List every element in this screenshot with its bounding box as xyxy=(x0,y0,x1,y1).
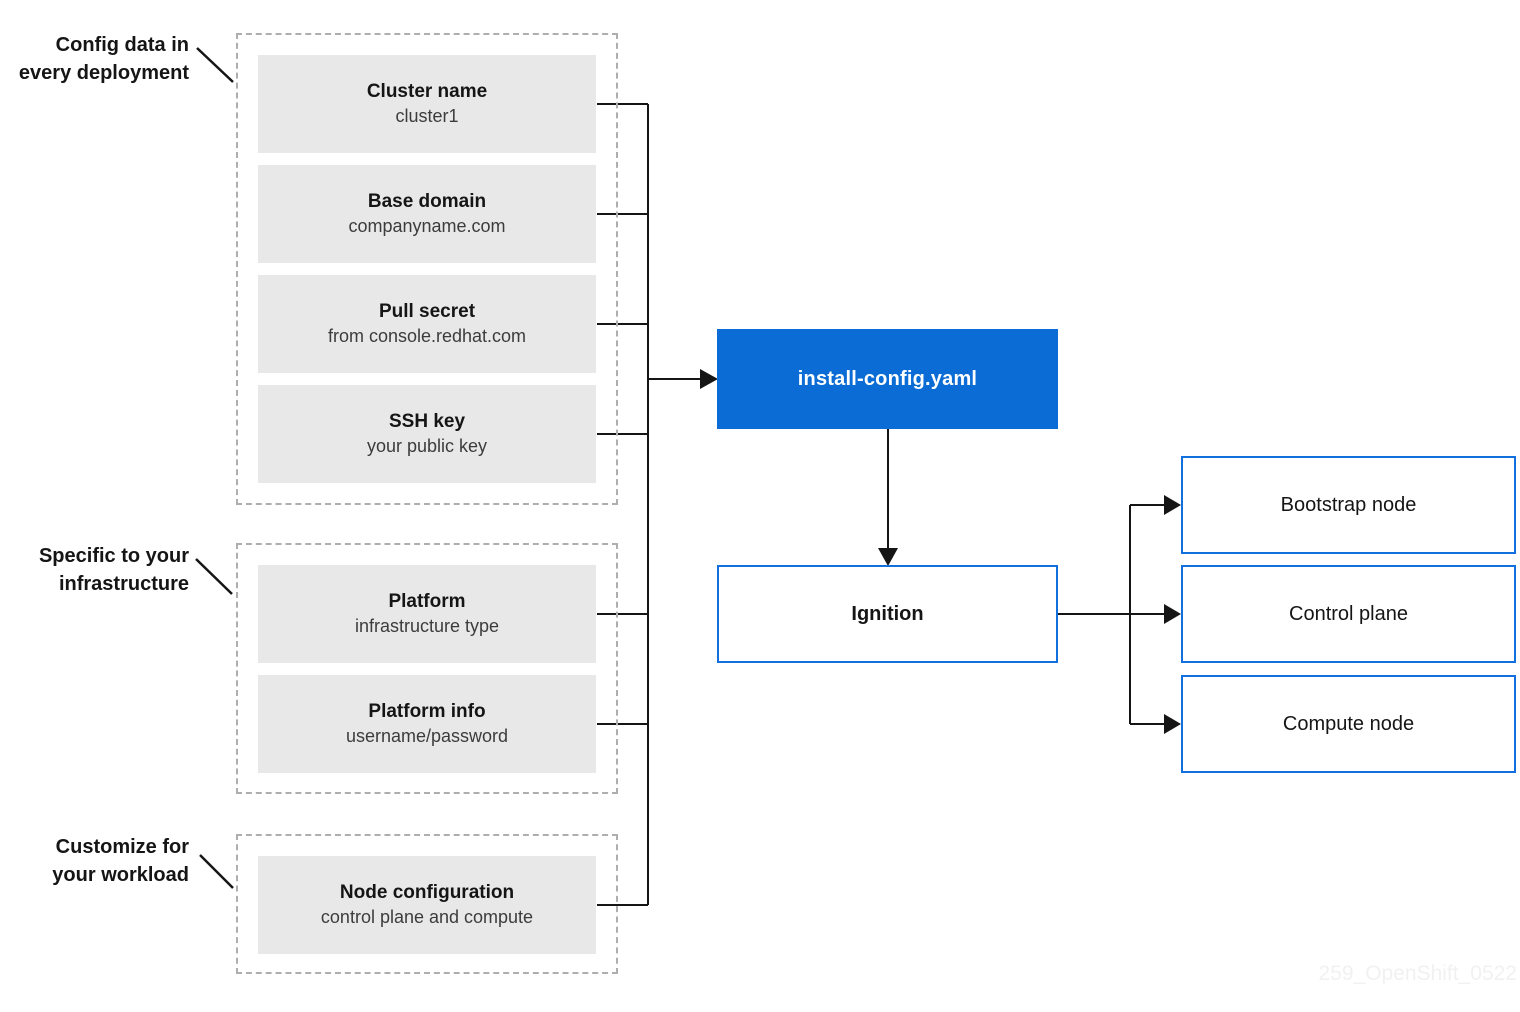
item-subtitle: from console.redhat.com xyxy=(327,326,527,346)
item-cluster-name: Cluster name cluster1 xyxy=(258,55,596,153)
bootstrap-node: Bootstrap node xyxy=(1181,456,1516,554)
control-plane-node: Control plane xyxy=(1181,565,1516,663)
item-platform: Platform infrastructure type xyxy=(258,565,596,663)
compute-node: Compute node xyxy=(1181,675,1516,773)
item-node-configuration: Node configuration control plane and com… xyxy=(258,856,596,954)
item-pull-secret: Pull secret from console.redhat.com xyxy=(258,275,596,373)
item-subtitle: control plane and compute xyxy=(320,907,534,927)
group-infrastructure: Platform infrastructure type Platform in… xyxy=(236,543,618,794)
item-subtitle: companyname.com xyxy=(348,216,506,236)
arrowhead-right-icon xyxy=(1164,495,1181,515)
item-title: Cluster name xyxy=(366,81,488,102)
annotation-specific-infrastructure: Specific to your infrastructure xyxy=(38,545,189,595)
item-title: Platform xyxy=(388,591,466,612)
arrowhead-right-icon xyxy=(1164,714,1181,734)
item-title: Pull secret xyxy=(378,301,476,322)
item-base-domain: Base domain companyname.com xyxy=(258,165,596,263)
item-subtitle: infrastructure type xyxy=(354,616,500,636)
item-title: SSH key xyxy=(388,411,466,432)
arrowhead-right-icon xyxy=(1164,604,1181,624)
item-title: Node configuration xyxy=(339,882,515,903)
group-config-data: Cluster name cluster1 Base domain compan… xyxy=(236,33,618,505)
annotation-config-data: Config data in every deployment xyxy=(18,34,189,84)
annotation-customize-workload: Customize for your workload xyxy=(52,836,189,886)
arrowhead-right-icon xyxy=(700,369,718,389)
install-config-yaml-node: install-config.yaml xyxy=(717,329,1058,429)
branch-lines xyxy=(1058,504,1166,725)
item-subtitle: your public key xyxy=(366,436,488,456)
item-title: Platform info xyxy=(368,701,486,722)
arrowhead-down-icon xyxy=(878,548,898,566)
item-subtitle: username/password xyxy=(345,726,509,746)
arrowhead-icons xyxy=(700,369,1181,734)
item-subtitle: cluster1 xyxy=(395,106,459,126)
group-workload: Node configuration control plane and com… xyxy=(236,834,618,974)
item-title: Base domain xyxy=(367,191,487,212)
ignition-node: Ignition xyxy=(717,565,1058,663)
item-platform-info: Platform info username/password xyxy=(258,675,596,773)
watermark-text: 259_OpenShift_0522 xyxy=(1318,962,1517,985)
annotation-tick-lines xyxy=(195,47,234,889)
item-stub-lines xyxy=(597,103,648,906)
item-ssh-key: SSH key your public key xyxy=(258,385,596,483)
